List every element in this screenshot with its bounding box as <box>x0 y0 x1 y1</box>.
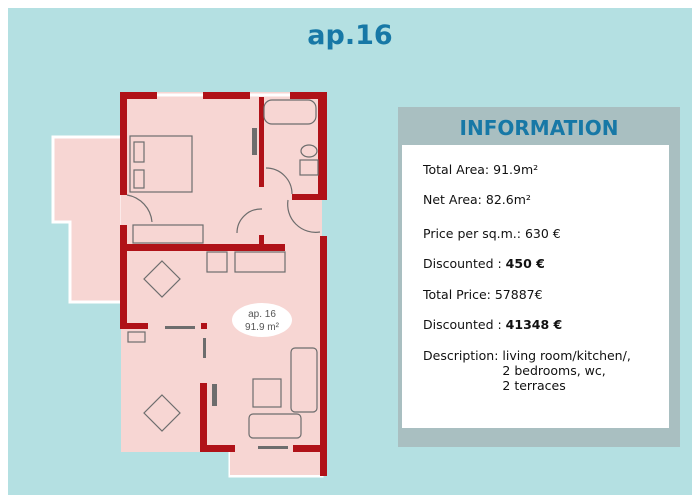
description: Description: living room/kitchen/,2 bedr… <box>423 348 631 393</box>
kitchen-counter <box>234 251 286 273</box>
net-area: Net Area: 82.6m² <box>423 192 531 207</box>
discounted-price-per-sqm: Discounted : 450 € <box>423 256 545 271</box>
sink <box>299 159 319 176</box>
toilet <box>300 144 318 158</box>
total-area: Total Area: 91.9m² <box>423 162 539 177</box>
apartment-label-bubble <box>232 303 292 337</box>
dining-table-2 <box>143 394 181 432</box>
discounted-value: 41348 € <box>505 317 563 332</box>
apartment-floor <box>121 92 327 475</box>
stove <box>206 251 228 273</box>
discounted-value: 450 € <box>505 256 545 271</box>
plan-label-area: 91.9 m² <box>245 322 280 333</box>
plan-label-name: ap. 16 <box>248 309 276 320</box>
page-title: ap.16 <box>307 20 393 51</box>
total-price: Total Price: 57887€ <box>423 287 543 302</box>
wardrobe <box>132 224 204 244</box>
armchair <box>248 413 302 439</box>
terrace-left <box>51 135 124 304</box>
discounted-label: Discounted : <box>423 317 506 332</box>
description-line: living room/kitchen/, <box>502 348 631 363</box>
information-heading: INFORMATION <box>459 116 619 140</box>
description-label: Description: <box>423 348 503 363</box>
dining-table <box>143 260 181 298</box>
description-line: 2 terraces <box>502 378 566 393</box>
furniture <box>126 99 321 439</box>
price-per-sqm: Price per sq.m.: 630 € <box>423 226 561 241</box>
information-body: Total Area: 91.9m² Net Area: 82.6m² Pric… <box>402 145 669 428</box>
information-panel: INFORMATION Total Area: 91.9m² Net Area:… <box>398 107 680 447</box>
walls <box>120 92 327 476</box>
sofa <box>290 347 318 413</box>
description-line: 2 bedrooms, wc, <box>502 363 606 378</box>
discounted-label: Discounted : <box>423 256 506 271</box>
coffee-table <box>252 378 282 408</box>
bathtub <box>263 99 317 125</box>
discounted-total-price: Discounted : 41348 € <box>423 317 562 332</box>
bed <box>129 135 193 193</box>
